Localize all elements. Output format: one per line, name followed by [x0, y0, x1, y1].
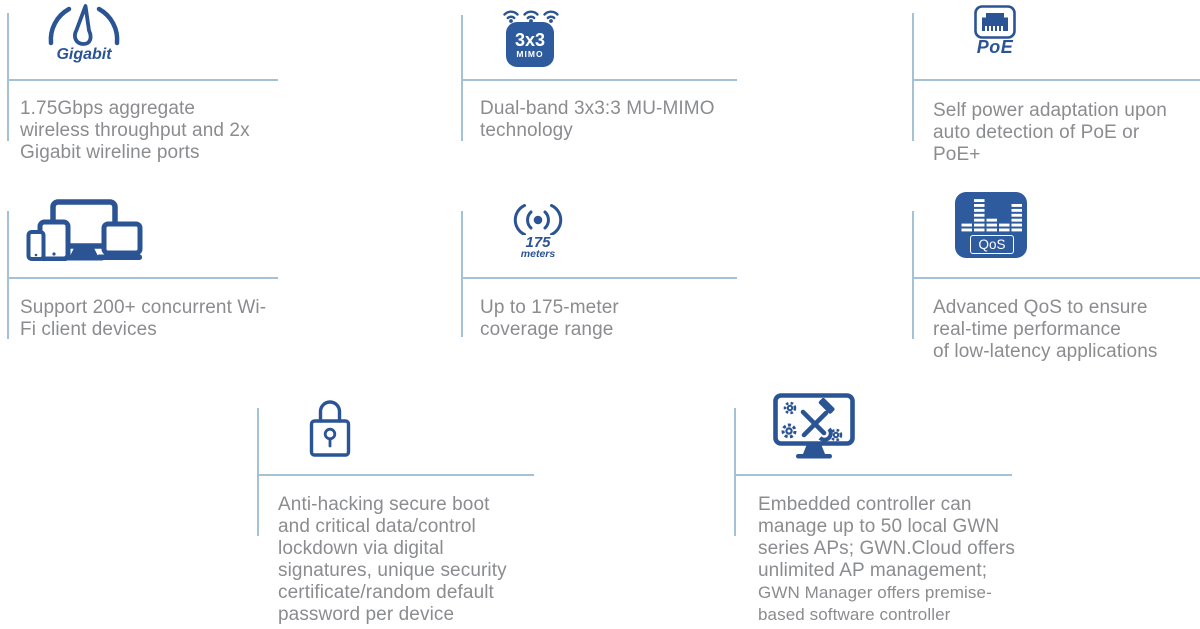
- wifi-signals-icon: [503, 10, 559, 23]
- divider-horizontal: [734, 474, 1012, 476]
- feature-text-line: Anti-hacking secure boot: [278, 494, 490, 515]
- feature-text-line: PoE+: [933, 144, 981, 165]
- divider-horizontal: [461, 79, 737, 81]
- feature-text-line: real-time performance: [933, 319, 1121, 340]
- feature-text: Up to 175-meter coverage range: [480, 297, 619, 341]
- feature-text-line: Up to 175-meter: [480, 297, 619, 318]
- feature-text-line: GWN Manager offers premise-: [758, 583, 992, 602]
- feature-text-line: lockdown via digital: [278, 538, 444, 559]
- divider-horizontal: [912, 79, 1200, 81]
- feature-mu-mimo: 3x3 MIMO Dual-band 3x3:3 MU-MIMO technol…: [454, 0, 744, 190]
- divider-horizontal: [912, 277, 1200, 279]
- management-tools-icon: [773, 393, 855, 461]
- feature-text-line: signatures, unique security: [278, 560, 507, 581]
- divider-vertical: [7, 13, 9, 141]
- feature-text-line: Advanced QoS to ensure: [933, 297, 1148, 318]
- poe-icon-label: PoE: [976, 37, 1014, 57]
- ethernet-port-icon: [974, 5, 1016, 39]
- client-devices-icon: [26, 199, 144, 261]
- feature-text-line: Gigabit wireline ports: [20, 142, 200, 163]
- feature-text-line: Fi client devices: [20, 319, 157, 340]
- feature-text-line: Dual-band 3x3:3 MU-MIMO: [480, 98, 715, 119]
- feature-text-line: of low-latency applications: [933, 341, 1158, 362]
- divider-vertical: [461, 211, 463, 337]
- padlock-icon: [306, 395, 354, 459]
- feature-text-line: Self power adaptation upon: [933, 100, 1167, 121]
- feature-text: Anti-hacking secure boot and critical da…: [278, 494, 507, 626]
- divider-horizontal: [7, 79, 278, 81]
- feature-text-line: password per device: [278, 604, 455, 625]
- divider-horizontal: [7, 277, 278, 279]
- feature-text-line: series APs; GWN.Cloud offers: [758, 538, 1015, 559]
- qos-icon-label: QoS: [970, 235, 1014, 254]
- mimo-badge-sublabel: MIMO: [516, 48, 544, 59]
- feature-text-line: 1.75Gbps aggregate: [20, 98, 196, 119]
- speedometer-icon: Gigabit: [38, 0, 130, 63]
- wifi-mimo-icon: [502, 2, 560, 23]
- feature-text-line: unlimited AP management;: [758, 560, 988, 581]
- divider-horizontal: [461, 277, 737, 279]
- feature-text-line: certificate/random default: [278, 582, 494, 603]
- range-icon-sublabel: meters: [520, 248, 556, 260]
- feature-text-line: based software controller: [758, 605, 951, 624]
- mimo-badge-label: 3x3: [514, 29, 546, 50]
- feature-poe-power: PoE Self power adaptation upon auto dete…: [905, 0, 1200, 190]
- feature-text-line: Embedded controller can: [758, 494, 972, 515]
- feature-text: Embedded controller can manage up to 50 …: [758, 494, 1015, 626]
- divider-vertical: [461, 15, 463, 141]
- divider-vertical: [912, 13, 914, 141]
- mimo-badge: 3x3 MIMO: [506, 22, 554, 67]
- feature-text-line: and critical data/control: [278, 516, 476, 537]
- gigabit-icon-label: Gigabit: [56, 46, 112, 63]
- divider-vertical: [7, 211, 9, 339]
- feature-text-line: Support 200+ concurrent Wi-: [20, 297, 267, 318]
- qos-equalizer-icon: QoS: [955, 192, 1027, 258]
- divider-vertical: [257, 408, 259, 536]
- feature-text: Support 200+ concurrent Wi- Fi client de…: [20, 297, 266, 341]
- feature-text: 1.75Gbps aggregate wireless throughput a…: [20, 98, 250, 164]
- feature-text-line: technology: [480, 120, 573, 141]
- feature-text: Advanced QoS to ensure real-time perform…: [933, 297, 1157, 363]
- feature-coverage-range: 175 meters Up to 175-meter coverage rang…: [454, 198, 744, 388]
- feature-qos: QoS Advanced QoS to ensure real-time per…: [905, 192, 1200, 388]
- divider-vertical: [734, 408, 736, 536]
- feature-security: Anti-hacking secure boot and critical da…: [250, 395, 540, 629]
- feature-text: Self power adaptation upon auto detectio…: [933, 100, 1167, 166]
- feature-embedded-controller: Embedded controller can manage up to 50 …: [727, 393, 1027, 629]
- wireless-range-icon: 175 meters: [501, 199, 575, 260]
- feature-text-line: wireless throughput and 2x: [20, 120, 250, 141]
- feature-text-line: auto detection of PoE or: [933, 122, 1140, 143]
- feature-gigabit-throughput: Gigabit 1.75Gbps aggregate wireless thro…: [0, 0, 286, 190]
- feature-concurrent-clients: Support 200+ concurrent Wi- Fi client de…: [0, 198, 286, 388]
- feature-text: Dual-band 3x3:3 MU-MIMO technology: [480, 98, 715, 142]
- divider-vertical: [912, 211, 914, 339]
- divider-horizontal: [257, 474, 534, 476]
- feature-text-line: manage up to 50 local GWN: [758, 516, 1000, 537]
- feature-text-line: coverage range: [480, 319, 614, 340]
- range-icon-label: 175: [525, 234, 551, 251]
